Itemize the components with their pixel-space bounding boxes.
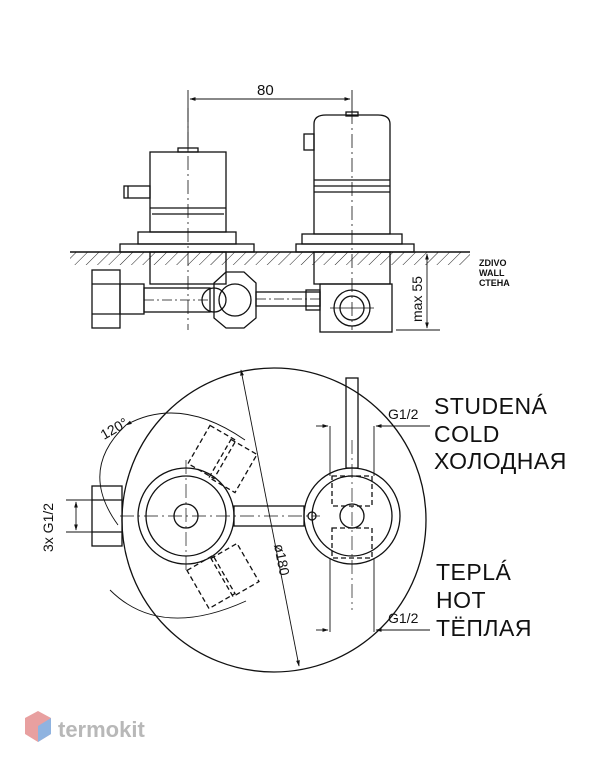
cold-labels: STUDENÁ COLD ХОЛОДНАЯ bbox=[434, 393, 567, 474]
hot-label-cz: TEPLÁ bbox=[436, 559, 512, 585]
brand-name: termokit bbox=[58, 717, 145, 742]
top-view bbox=[66, 367, 430, 673]
left-mixer-body bbox=[119, 108, 255, 330]
wall-labels: ZDIVO WALL СТЕНА bbox=[479, 258, 510, 288]
cold-thread-label: G1/2 bbox=[388, 406, 419, 422]
diameter-dimension bbox=[240, 369, 300, 667]
left-valve bbox=[91, 424, 320, 610]
hot-label-en: HOT bbox=[436, 587, 486, 613]
spacing-dimension bbox=[187, 90, 353, 150]
left-thread-label: 3x G1/2 bbox=[40, 503, 56, 552]
cold-thread-dimension bbox=[316, 424, 430, 476]
cold-label-en: COLD bbox=[434, 421, 500, 447]
hot-label-ru: ТЁПЛАЯ bbox=[436, 615, 532, 641]
wall-hatch bbox=[70, 251, 470, 265]
cover-plate-circle bbox=[121, 367, 427, 673]
wall-label-ru: СТЕНА bbox=[479, 278, 510, 288]
side-view bbox=[70, 90, 470, 333]
wall-label-cz: ZDIVO bbox=[479, 258, 507, 268]
wall-label-en: WALL bbox=[479, 268, 505, 278]
depth-dimension bbox=[396, 251, 440, 331]
diameter-label: ø180 bbox=[271, 543, 293, 578]
angle-arc bbox=[125, 412, 246, 441]
hot-thread-label: G1/2 bbox=[388, 610, 419, 626]
hot-labels: TEPLÁ HOT ТЁПЛАЯ bbox=[436, 559, 532, 641]
depth-dim-label: max 55 bbox=[409, 276, 425, 322]
hot-thread-dimension bbox=[316, 558, 430, 632]
right-mixer-body bbox=[295, 110, 415, 330]
cold-label-ru: ХОЛОДНАЯ bbox=[434, 448, 567, 474]
cold-label-cz: STUDENÁ bbox=[434, 393, 548, 419]
spacing-dim-label: 80 bbox=[257, 82, 274, 99]
left-thread-dimension bbox=[66, 499, 92, 533]
right-valve bbox=[303, 377, 401, 610]
brand-logo: termokit bbox=[25, 711, 145, 742]
pipe-fittings bbox=[91, 269, 393, 333]
